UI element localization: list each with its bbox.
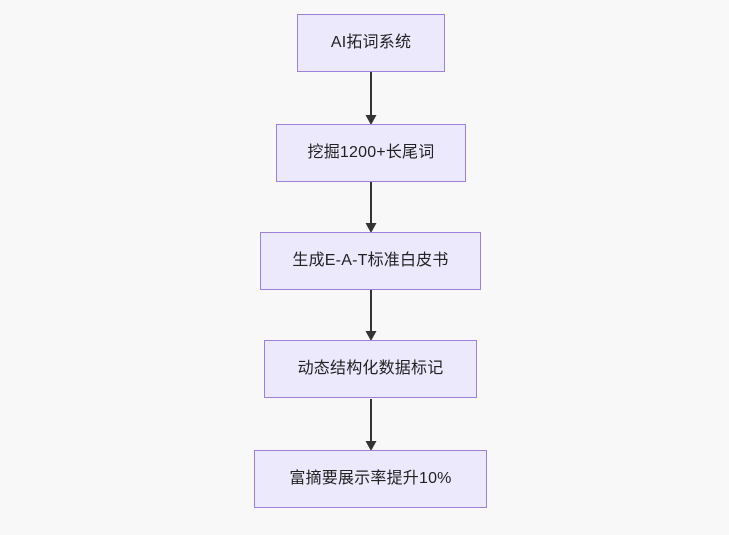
- edge-n1-n2: [365, 72, 377, 125]
- flow-node-dynamic-structured-data-markup[interactable]: 动态结构化数据标记: [264, 340, 477, 398]
- flow-node-label: 动态结构化数据标记: [297, 360, 444, 378]
- flow-node-label: AI拓词系统: [330, 34, 412, 52]
- edge-n4-n5: [365, 399, 377, 451]
- flow-node-label: 挖掘1200+长尾词: [307, 144, 435, 162]
- flow-node-ai-keyword-system[interactable]: AI拓词系统: [297, 14, 445, 72]
- flow-node-generate-eat-whitepaper[interactable]: 生成E-A-T标准白皮书: [260, 232, 481, 290]
- flow-node-label: 生成E-A-T标准白皮书: [292, 252, 449, 270]
- edge-n2-n3: [365, 182, 377, 233]
- flow-node-label: 富摘要展示率提升10%: [289, 470, 452, 488]
- flow-node-mine-longtail-keywords[interactable]: 挖掘1200+长尾词: [276, 124, 466, 182]
- edge-n3-n4: [365, 290, 377, 341]
- flow-node-rich-snippet-impression-lift[interactable]: 富摘要展示率提升10%: [254, 450, 487, 508]
